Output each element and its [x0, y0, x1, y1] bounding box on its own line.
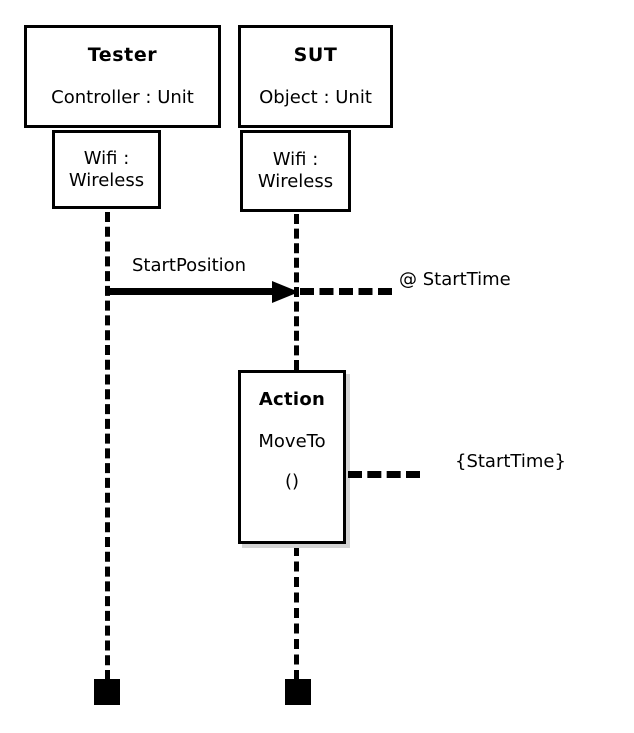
execution-block-arguments: (): [284, 471, 300, 492]
execution-block-stereotype: Action: [258, 389, 326, 410]
lifeline-subtitle-tester: Controller : Unit: [51, 87, 194, 109]
execution-block-operation: MoveTo: [258, 431, 326, 452]
message-arrow-shaft-start-position[interactable]: [106, 288, 288, 295]
lifeline-title-sut: SUT: [293, 44, 338, 67]
port-box-tester-wifi[interactable]: Wifi : Wireless: [52, 130, 161, 209]
port-box-sut-wifi[interactable]: Wifi : Wireless: [240, 130, 351, 212]
port-label-tester-line2: Wireless: [68, 169, 145, 191]
port-label-sut-line1: Wifi :: [272, 149, 319, 171]
lifeline-title-tester: Tester: [87, 44, 158, 67]
lifeline-terminator-tester: [94, 679, 120, 705]
port-label-sut-line2: Wireless: [257, 171, 334, 192]
lifeline-dashes-sut-lower: [294, 546, 299, 680]
message-arrow-head-start-position: [272, 281, 299, 303]
port-label-tester-line1: Wifi :: [83, 147, 130, 169]
lifeline-head-tester[interactable]: Tester Controller : Unit: [24, 25, 221, 128]
lifeline-terminator-sut: [285, 679, 311, 705]
lifeline-subtitle-sut: Object : Unit: [259, 87, 372, 109]
lifeline-dashes-tester: [105, 212, 110, 680]
timing-label-start-time: @ StartTime: [399, 269, 511, 290]
message-label-start-position: StartPosition: [132, 255, 247, 276]
timing-label-start-time-ref: {StartTime}: [455, 451, 566, 472]
lifeline-head-sut[interactable]: SUT Object : Unit: [238, 25, 393, 128]
timing-connector-start-time: [300, 288, 392, 295]
timing-connector-start-time-ref: [348, 471, 420, 478]
execution-block-action-moveto[interactable]: Action MoveTo (): [238, 370, 346, 544]
